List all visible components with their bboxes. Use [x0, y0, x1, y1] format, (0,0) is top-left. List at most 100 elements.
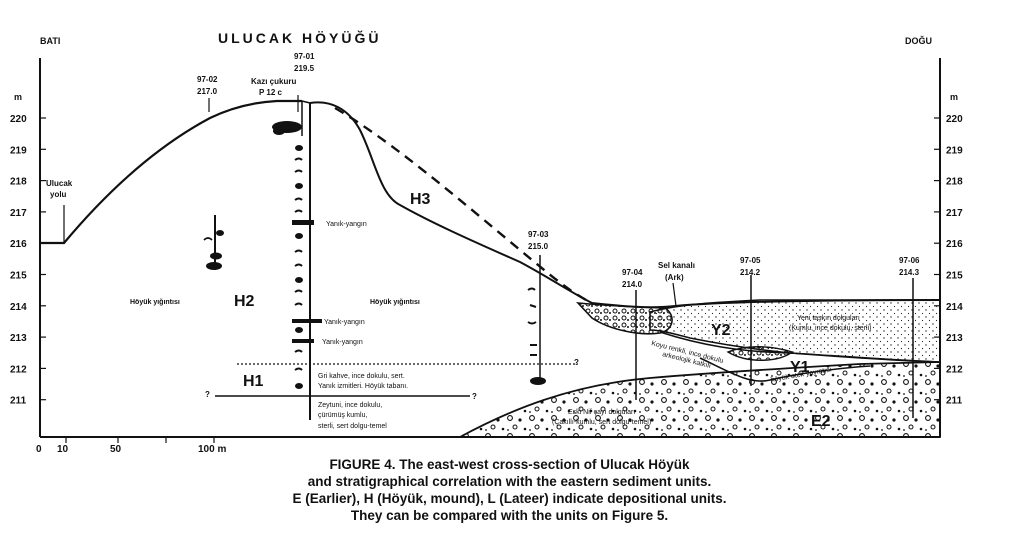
- pit-label: Kazı çukuru: [251, 77, 296, 86]
- question-1: ?: [205, 390, 210, 399]
- reconstructed-slope: [334, 106, 591, 304]
- east-slope: [309, 101, 941, 309]
- caption-line-4: They can be compared with the units on F…: [350, 508, 669, 523]
- elevation-tick-right-label: 219: [946, 145, 963, 156]
- unit-left: m: [14, 92, 22, 102]
- sherds-left: [203, 215, 224, 270]
- pit-mark: [294, 302, 303, 306]
- elevation-tick-left-label: 215: [10, 271, 27, 282]
- elevation-ticks-right: 220 219 218 217 216 215 214 213 212 211: [934, 114, 963, 407]
- mound-surface: [40, 99, 302, 245]
- elevation-tick-left-label: 218: [10, 177, 27, 188]
- pit-mark: [295, 383, 303, 389]
- burn-bands: [292, 220, 322, 343]
- zey-desc-2: çürümüş kumlu,: [318, 412, 367, 419]
- burn-label-1: Yanık-yangın: [326, 221, 367, 228]
- elevation-tick-right-label: 216: [946, 239, 963, 250]
- elevation-tick-right-label: 220: [946, 114, 963, 125]
- pit-blob-small: [273, 127, 285, 135]
- old-river-2: (Çakıllı-kumlu, sert dolgu-temel): [552, 419, 651, 426]
- caption-line-3: E (Earlier), H (Höyük, mound), L (Lateer…: [292, 491, 727, 506]
- pit-mark: [294, 349, 303, 353]
- point-97-03-id: 97-03: [528, 230, 549, 239]
- pit-mark: [295, 327, 303, 333]
- unit-right: m: [950, 92, 958, 102]
- pit-code: P 12 c: [259, 88, 283, 97]
- point-97-05-id: 97-05: [740, 256, 761, 265]
- elevation-tick-left-label: 219: [10, 145, 27, 156]
- figure-caption: FIGURE 4. The east-west cross-section of…: [0, 456, 1019, 524]
- point-97-06-id: 97-06: [899, 256, 920, 265]
- unit-y1: Y1: [790, 359, 810, 376]
- unit-y2: Y2: [711, 322, 731, 339]
- survey-lines: [63, 95, 914, 418]
- point-97-04-id: 97-04: [622, 268, 643, 277]
- zey-desc-3: sterli, sert dolgu-temel: [318, 423, 387, 430]
- pit-top: [301, 100, 311, 104]
- zey-desc-1: Zeytuni, ince dokulu,: [318, 402, 382, 409]
- elevation-tick-right-label: 213: [946, 333, 963, 344]
- dist-tick-10: 10: [57, 444, 69, 455]
- y1-lower-boundary: [699, 357, 871, 382]
- east-label: DOĞU: [905, 35, 932, 46]
- mound-fill-right: Höyük yığıntısı: [370, 299, 420, 306]
- gravel-deposit-e2: [459, 361, 941, 438]
- sherds-97-03: [527, 255, 546, 385]
- pit-mark: [294, 249, 303, 253]
- elevation-tick-right-label: 214: [946, 302, 963, 313]
- pit-column-marks: [294, 145, 303, 389]
- elevation-tick-left-label: 220: [10, 114, 27, 125]
- elevation-tick-right-label: 218: [946, 177, 963, 188]
- point-97-06-elev: 214.3: [899, 268, 920, 277]
- gri-desc-2: Yanık izmitleri. Höyük tabanı.: [318, 383, 408, 390]
- pit-mark: [294, 157, 303, 161]
- unit-e2: E2: [811, 413, 831, 430]
- elevation-tick-left-label: 212: [10, 364, 27, 375]
- distance-axis: 0 10 50 100 m: [36, 437, 226, 455]
- dist-tick-0: 0: [36, 444, 42, 455]
- unit-h2: H2: [234, 293, 255, 310]
- new-flood-1: Yeni taşkın dolguları: [797, 315, 860, 322]
- unit-h1: H1: [243, 373, 264, 390]
- channel-label-2: (Ark): [665, 273, 684, 282]
- caption-line-2: and stratigraphical correlation with the…: [307, 474, 712, 489]
- pit-mark: [294, 367, 303, 371]
- dist-tick-100: 100 m: [198, 444, 226, 455]
- diagram-title: ULUCAK HÖYÜĞÜ: [218, 29, 381, 46]
- point-97-01-elev: 219.5: [294, 64, 315, 73]
- unit-h3: H3: [410, 191, 431, 208]
- elevation-tick-left-label: 213: [10, 333, 27, 344]
- pit-mark: [295, 145, 303, 151]
- point-97-02-id: 97-02: [197, 75, 218, 84]
- y1-upper-boundary: [659, 331, 941, 363]
- point-97-05-elev: 214.2: [740, 268, 761, 277]
- pit-mark: [295, 183, 303, 189]
- pit-mark: [295, 277, 303, 283]
- new-flood-2: (Kumlu, ince dokulu, sterli): [789, 325, 871, 332]
- elevation-tick-right-label: 212: [946, 364, 963, 375]
- pit-mark: [294, 169, 303, 173]
- road-label-2: yolu: [50, 190, 67, 199]
- old-river-1: Eski Nif çayı dolguları: [568, 409, 635, 416]
- question-3: ?: [574, 358, 579, 367]
- burn-label-2: Yanık-yangın: [324, 319, 365, 326]
- mound-fill-left: Höyük yığıntısı: [130, 299, 180, 306]
- pit-mark: [294, 209, 303, 213]
- elevation-tick-left-label: 217: [10, 208, 27, 219]
- burn-label-3: Yanık-yangın: [322, 339, 363, 346]
- question-2: ?: [472, 392, 477, 401]
- point-97-04-elev: 214.0: [622, 280, 643, 289]
- west-label: BATI: [40, 36, 60, 46]
- pit-mark: [295, 233, 303, 239]
- elevation-tick-left-label: 214: [10, 302, 27, 313]
- elevation-tick-right-label: 217: [946, 208, 963, 219]
- elevation-tick-right-label: 211: [946, 396, 963, 407]
- road-label-1: Ulucak: [46, 179, 73, 188]
- pit-mark: [294, 197, 303, 201]
- elevation-tick-left-label: 211: [10, 396, 27, 407]
- point-97-02-elev: 217.0: [197, 87, 218, 96]
- pit-mark: [294, 289, 303, 293]
- elevation-tick-right-label: 215: [946, 271, 963, 282]
